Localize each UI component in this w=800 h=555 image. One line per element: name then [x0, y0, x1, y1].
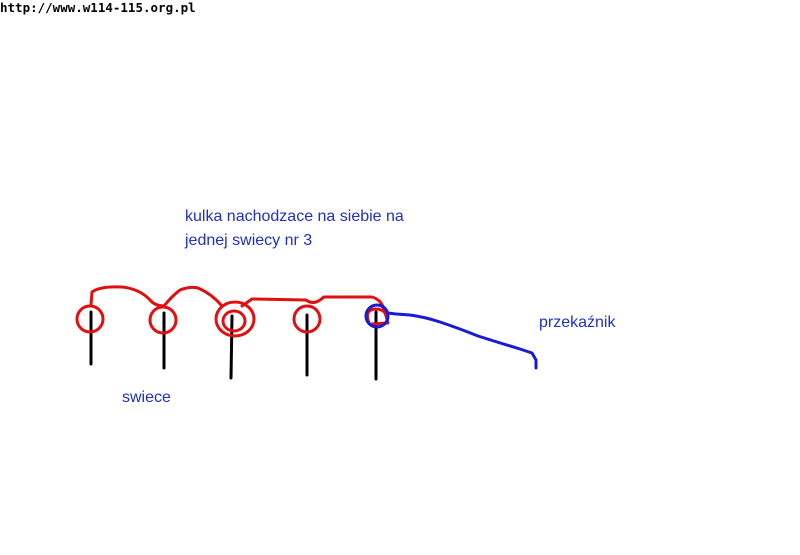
- spark-plugs-label: swiece: [122, 389, 171, 406]
- spark-plug-3: [229, 314, 234, 380]
- plug-5-blue-loop: [364, 303, 390, 329]
- plug-3-outer-loop: [214, 300, 256, 338]
- plug-3-inner-loop: [221, 309, 247, 333]
- source-url: http://www.w114-115.org.pl: [0, 0, 196, 15]
- plug-2-loop: [148, 305, 178, 335]
- plug-4-loop: [292, 304, 322, 334]
- relay-label: przekaźnik: [539, 314, 616, 331]
- red-wire: [89, 285, 386, 312]
- relay-wire: [386, 311, 538, 370]
- wire-loops: [75, 285, 538, 370]
- note-line-1: kulka nachodzace na siebie na: [185, 208, 404, 225]
- spark-plugs: [89, 310, 378, 381]
- plug-1-loop: [75, 304, 105, 334]
- note-line-2: jednej swiecy nr 3: [185, 232, 313, 249]
